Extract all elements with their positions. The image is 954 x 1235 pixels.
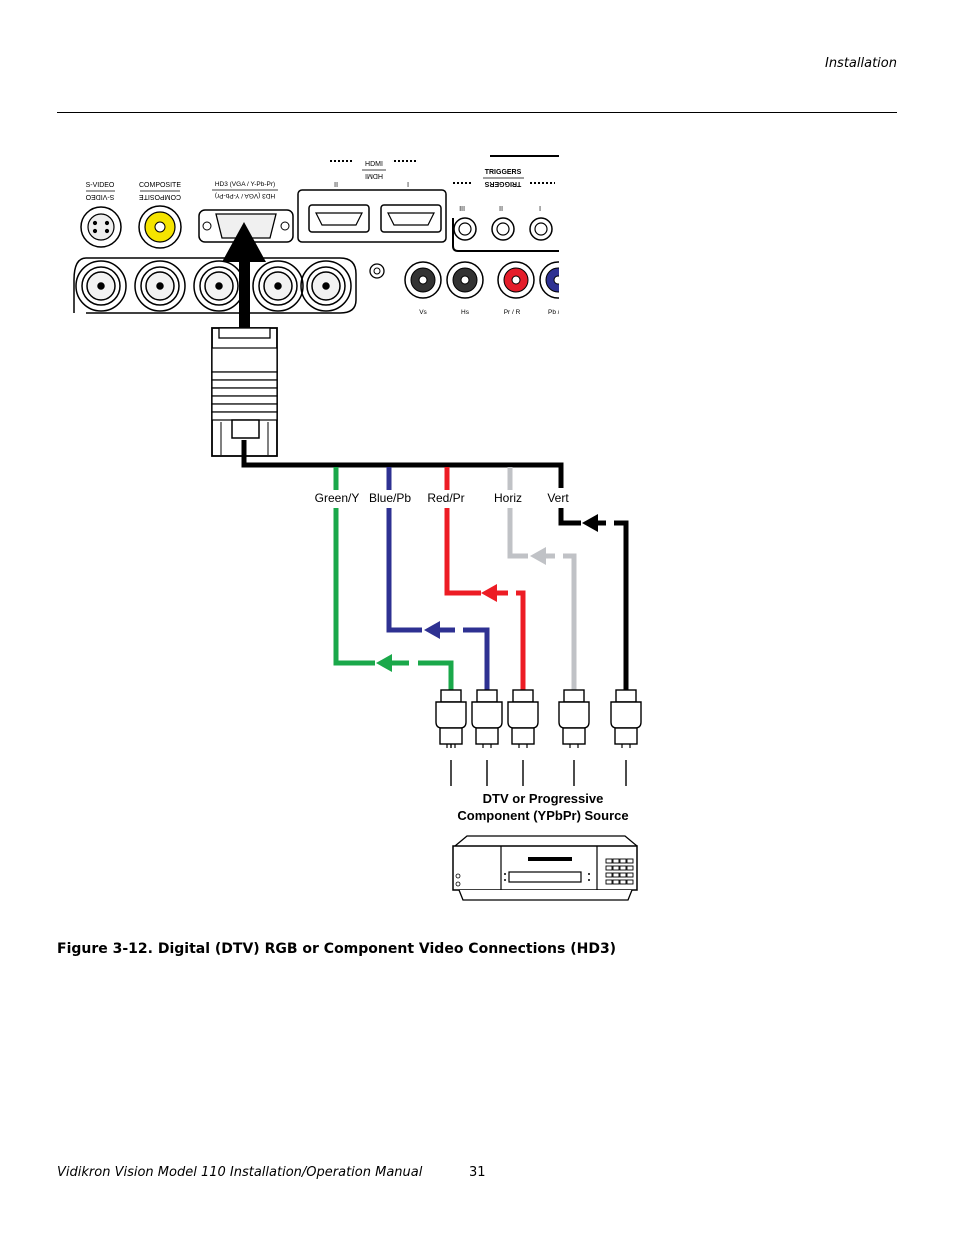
bnc-plug-red xyxy=(507,689,539,786)
green-cable xyxy=(333,508,375,666)
svg-text:II: II xyxy=(499,204,503,211)
hdmi-label: HDMI xyxy=(365,161,383,168)
footer-manual-title: Vidikron Vision Model 110 Installation/O… xyxy=(57,1165,423,1180)
hd3-label: HD3 (VGA / Y-Pb-Pr) xyxy=(215,181,275,188)
rca-pb-label: Pb / ... xyxy=(548,309,567,316)
vga-plug xyxy=(211,327,278,457)
composite-label: COMPOSITE xyxy=(139,182,181,189)
rca-hs-label: Hs xyxy=(461,309,470,316)
vga-cable-trunk xyxy=(241,440,564,488)
bnc-plug-horiz xyxy=(558,689,590,786)
figure-caption: Figure 3-12. Digital (DTV) RGB or Compon… xyxy=(57,941,617,957)
rca-hs-jack xyxy=(446,261,484,299)
cable-label-green: Green/Y xyxy=(315,491,360,505)
rca-vs-jack xyxy=(404,261,442,299)
hdmi-port-2 xyxy=(308,204,370,233)
cable-label-blue: Blue/Pb xyxy=(369,491,411,505)
projector-rear-panel: S-VIDEO S-VIDEO COMPOSITE COMPOSITE HD3 … xyxy=(73,155,567,316)
svg-text:HDMI: HDMI xyxy=(365,172,383,179)
bnc-plug-vert xyxy=(610,689,642,786)
hdmi-panel xyxy=(297,189,447,243)
trigger-3-jack xyxy=(453,217,477,241)
svg-text:III: III xyxy=(459,204,465,211)
composite-port xyxy=(138,205,182,249)
trigger-1-jack xyxy=(529,217,553,241)
hdmi-port-1 xyxy=(380,204,442,233)
svg-text:COMPOSITE: COMPOSITE xyxy=(139,193,181,200)
page-number: 31 xyxy=(469,1165,486,1180)
rca-pr-jack xyxy=(497,261,535,299)
source-label-line2: Component (YPbPr) Source xyxy=(457,808,628,823)
up-arrow-icon xyxy=(222,222,266,328)
dtv-source-device xyxy=(452,835,638,901)
svg-text:II: II xyxy=(334,180,338,187)
running-header: Installation xyxy=(824,56,897,71)
triggers-label: TRIGGERS xyxy=(485,169,522,176)
bnc-plug-green xyxy=(435,689,467,786)
header-rule xyxy=(57,112,897,113)
svideo-label-flipped: S-VIDEO xyxy=(85,193,114,200)
bnc-plug-blue xyxy=(471,689,503,786)
source-label-line1: DTV or Progressive xyxy=(483,791,604,806)
red-cable xyxy=(444,508,481,596)
svg-text:HD3 (VGA / Y-Pb-Pr): HD3 (VGA / Y-Pb-Pr) xyxy=(215,192,275,199)
blue-cable xyxy=(386,508,422,633)
trigger-2-jack xyxy=(491,217,515,241)
rca-pb-jack xyxy=(539,261,559,299)
bnc-connector-strip xyxy=(86,257,357,314)
rca-vs-label: Vs xyxy=(419,309,427,316)
horiz-cable xyxy=(507,508,528,559)
cable-label-vert: Vert xyxy=(547,491,569,505)
svideo-port xyxy=(80,206,122,248)
cable-label-red: Red/Pr xyxy=(427,491,464,505)
rca-pr-label: Pr / R xyxy=(504,309,521,316)
svg-text:TRIGGERS: TRIGGERS xyxy=(484,180,521,187)
svideo-label: S-VIDEO xyxy=(86,182,115,189)
vert-cable xyxy=(558,508,581,526)
cable-label-horiz: Horiz xyxy=(494,491,522,505)
svg-text:I: I xyxy=(407,180,409,187)
svg-text:I: I xyxy=(539,204,541,211)
